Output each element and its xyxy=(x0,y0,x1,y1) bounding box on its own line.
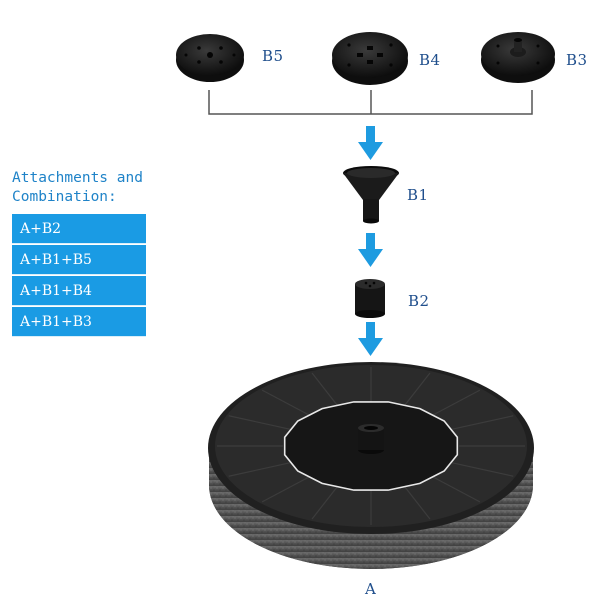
label-b1: B1 xyxy=(407,186,429,204)
solar-cell-line xyxy=(452,462,514,477)
combinations-list: A+B2 A+B1+B5 A+B1+B4 A+B1+B3 xyxy=(12,214,146,338)
combination-item: A+B1+B4 xyxy=(12,276,146,306)
solar-cell-line xyxy=(261,476,310,503)
solar-cell-line xyxy=(311,486,338,520)
combination-item: A+B2 xyxy=(12,214,146,244)
bracket-connector xyxy=(208,90,533,115)
arrow-2 xyxy=(358,233,383,267)
solar-cell-line xyxy=(432,389,481,416)
solar-cell-line xyxy=(452,415,514,430)
solar-cell-line xyxy=(228,462,290,477)
solar-fountain-base-a xyxy=(208,362,534,569)
arrow-3 xyxy=(358,322,383,356)
adapter-b1 xyxy=(343,166,399,224)
solar-cell-line xyxy=(311,372,338,406)
label-b2: B2 xyxy=(408,292,430,310)
combination-item: A+B1+B3 xyxy=(12,307,146,337)
label-b3: B3 xyxy=(566,51,588,69)
nozzle-b4 xyxy=(332,32,408,85)
solar-cell-lines xyxy=(217,367,525,525)
combination-item: A+B1+B5 xyxy=(12,245,146,275)
combinations-title: Attachments and Combination: xyxy=(12,170,143,205)
solar-cell-line xyxy=(228,415,290,430)
nozzle-b3 xyxy=(481,32,555,83)
label-b4: B4 xyxy=(419,51,441,69)
label-b5: B5 xyxy=(262,47,284,65)
arrow-1 xyxy=(358,126,383,160)
nozzle-b2 xyxy=(355,279,385,318)
solar-cell-line xyxy=(404,372,431,406)
nozzle-b5 xyxy=(176,34,244,82)
solar-cell-line xyxy=(261,389,310,416)
label-a: A xyxy=(365,580,377,598)
solar-cell-line xyxy=(404,486,431,520)
solar-cell-line xyxy=(432,476,481,503)
